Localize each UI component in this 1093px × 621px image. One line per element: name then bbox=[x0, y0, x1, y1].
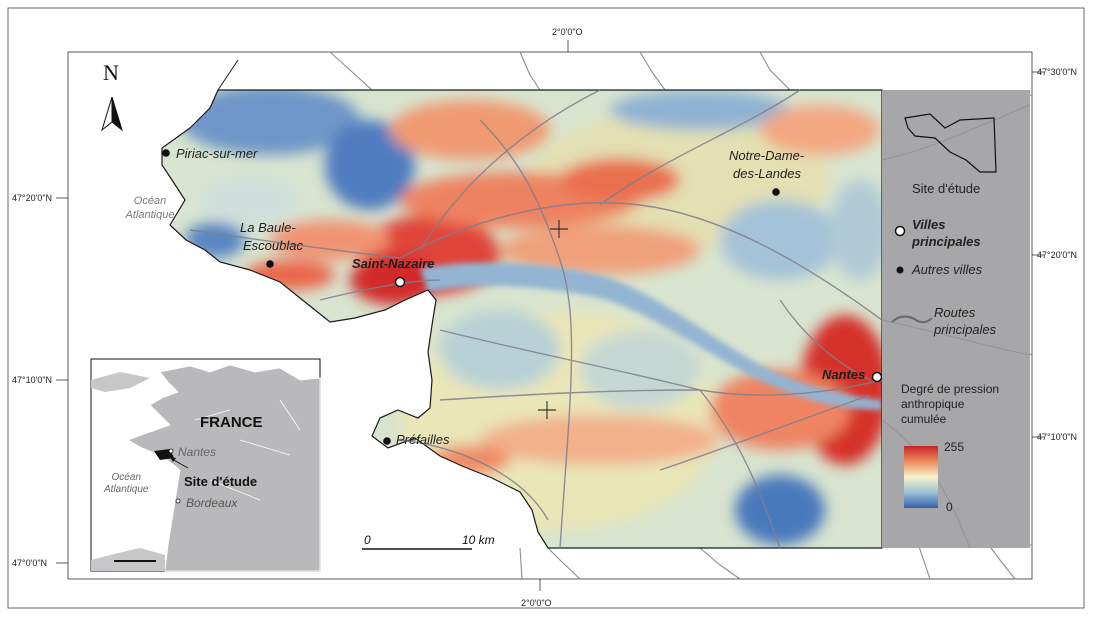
coord-lat-left-2: 47°10'0"N bbox=[12, 375, 53, 385]
autres-villes-symbol bbox=[896, 266, 904, 274]
pressure-gradient bbox=[904, 446, 938, 508]
city-markers bbox=[162, 149, 883, 445]
legend-pressure-title-3: cumulée bbox=[901, 412, 947, 426]
legend-pressure-title: Degré de pression anthropique cumulée bbox=[901, 382, 999, 427]
legend-villes: Villes principales bbox=[912, 216, 981, 250]
coord-lat-right-2: 47°20'0"N bbox=[1037, 250, 1078, 260]
legend-pressure-title-2: anthropique bbox=[901, 397, 965, 411]
nantes-marker bbox=[871, 371, 883, 383]
inset-map bbox=[90, 358, 321, 572]
saint-nazaire-marker bbox=[394, 276, 406, 288]
coord-lon-top: 2°0'0"O bbox=[552, 27, 583, 37]
inset-ocean-line2: Atlantique bbox=[104, 484, 149, 495]
villes-principales-symbol bbox=[894, 225, 906, 237]
coord-lon-bottom: 2°0'0"O bbox=[521, 598, 552, 608]
label-notre-dame: Notre-Dame- des-Landes bbox=[729, 147, 804, 183]
ticks bbox=[56, 40, 1044, 591]
label-ocean-line2: Atlantique bbox=[125, 209, 175, 221]
inset-ocean-line1: Océan bbox=[111, 472, 141, 483]
label-labaule: La Baule- Escoublac bbox=[240, 219, 303, 255]
coord-lat-left-3: 47°0'0"N bbox=[12, 558, 48, 568]
legend-routes-line2: principales bbox=[934, 322, 997, 337]
notre-dame-marker bbox=[772, 188, 780, 196]
main-roads bbox=[189, 89, 883, 549]
label-labaule-line2: Escoublac bbox=[243, 238, 303, 253]
loire-estuary bbox=[420, 262, 882, 410]
prefailles-marker bbox=[383, 437, 391, 445]
coord-lat-left-1: 47°20'0"N bbox=[12, 193, 53, 203]
outer-frame bbox=[7, 7, 1085, 609]
label-notre-dame-line1: Notre-Dame- bbox=[729, 148, 805, 163]
legend-pressure-title-1: Degré de pression bbox=[901, 382, 1000, 396]
coord-lat-right-3: 47°10'0"N bbox=[1037, 432, 1078, 442]
label-piriac: Piriac-sur-mer bbox=[176, 146, 258, 161]
legend-site-etude: Site d'étude bbox=[912, 181, 981, 196]
routes-symbol bbox=[891, 315, 933, 324]
label-ocean-line1: Océan bbox=[133, 195, 167, 207]
labaule-marker bbox=[266, 260, 274, 268]
inset-ocean: Océan Atlantique bbox=[104, 472, 148, 496]
graticule-crosses bbox=[538, 220, 568, 419]
label-notre-dame-line2: des-Landes bbox=[733, 166, 801, 181]
legend-gradient-max: 255 bbox=[944, 440, 965, 454]
inset-site: Site d'étude bbox=[184, 474, 258, 489]
coastline bbox=[161, 89, 883, 549]
north-arrow-icon bbox=[101, 96, 123, 132]
site-etude-icon bbox=[904, 113, 997, 173]
legend-gradient-min: 0 bbox=[946, 500, 953, 514]
legend-villes-line1: Villes bbox=[912, 217, 946, 232]
piriac-marker bbox=[162, 149, 170, 157]
legend-routes: Routes principales bbox=[934, 304, 996, 338]
scale-end: 10 km bbox=[462, 533, 495, 547]
label-saint-nazaire: Saint-Nazaire bbox=[352, 256, 435, 271]
legend-routes-line1: Routes bbox=[934, 305, 976, 320]
label-nantes: Nantes bbox=[822, 367, 866, 382]
label-prefailles: Préfailles bbox=[396, 432, 450, 447]
label-labaule-line1: La Baule- bbox=[240, 220, 296, 235]
legend-autres-villes: Autres villes bbox=[912, 262, 983, 277]
legend-villes-line2: principales bbox=[912, 234, 981, 249]
coord-lat-right-1: 47°30'0"N bbox=[1037, 67, 1078, 77]
inset-bordeaux: Bordeaux bbox=[186, 496, 238, 510]
inset-france: FRANCE bbox=[200, 414, 263, 431]
scale-start: 0 bbox=[364, 533, 371, 547]
coastline-north bbox=[217, 59, 239, 91]
north-label: N bbox=[103, 60, 119, 85]
label-ocean: Océan Atlantique bbox=[118, 194, 182, 222]
inset-nantes: Nantes bbox=[178, 445, 217, 459]
